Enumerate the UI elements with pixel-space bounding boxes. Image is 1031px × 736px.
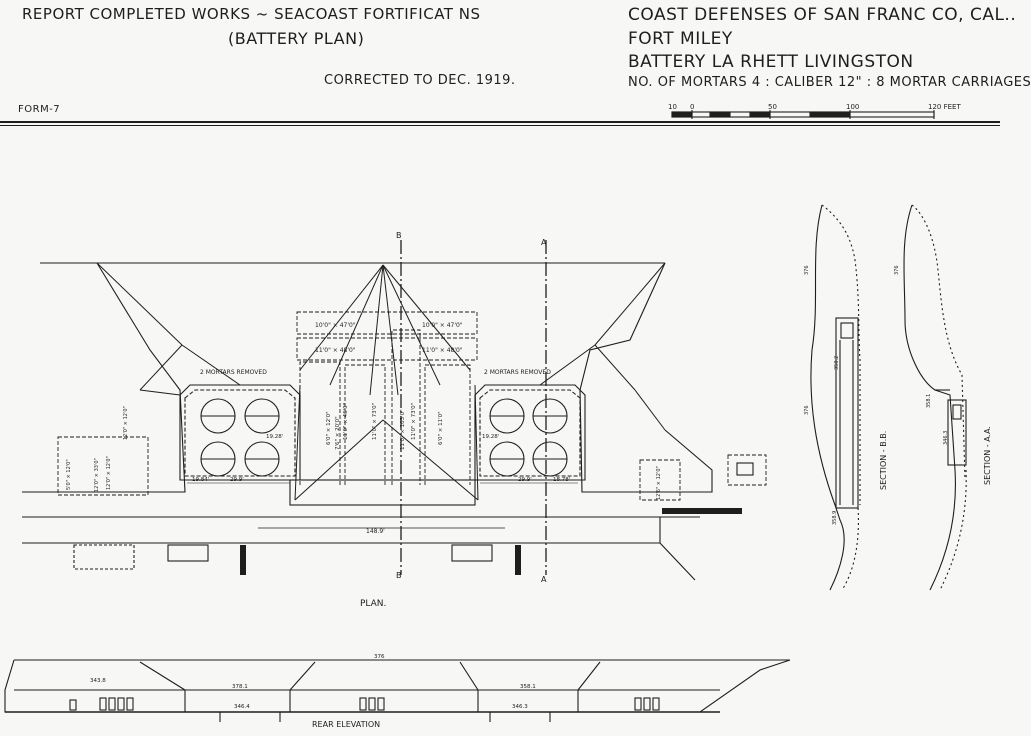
section-marker-b-top: B: [396, 231, 402, 240]
section-bb-label: SECTION - B.B.: [879, 431, 888, 490]
header-rule: [0, 121, 1000, 126]
mortar-pit-left: [179, 384, 301, 481]
section-bb-elev-low: 358.9: [832, 511, 838, 525]
rear-elevation-title: REAR ELEVATION: [312, 720, 380, 729]
rear-elevation: [4, 659, 791, 722]
plan-title: PLAN.: [360, 599, 386, 609]
dim-left-a: 19.84': [192, 477, 209, 483]
dim-overall: 148.9': [366, 528, 385, 535]
dim-right-c: 18.78': [553, 477, 570, 483]
elevation-left: 343.8: [90, 678, 106, 684]
elevation-base-left: 346.4: [234, 704, 250, 710]
room-10-dims: 6'0" × 11'0": [438, 411, 444, 445]
side-room-2: 12'0" × 33'0": [94, 458, 100, 492]
room-7-dims: 11'0" × 46'0": [343, 403, 349, 440]
mortar-pit-right: [474, 384, 586, 481]
fort-name: FORT MILEY: [628, 29, 733, 49]
room-1-dims: 10'0" × 47'0": [315, 322, 356, 329]
scale-label-120: 120 FEET: [928, 103, 961, 111]
section-aa-label: SECTION - A.A.: [983, 426, 992, 485]
battery-name: BATTERY LA RHETT LIVINGSTON: [628, 52, 914, 72]
side-room-4: 12'0" × 12'0": [123, 406, 129, 440]
room-6-dims: 11'0" × 73'0": [411, 403, 417, 440]
scale-label-10: 10: [668, 103, 677, 111]
dim-right-a: 19.28': [482, 434, 499, 440]
scale-label-100: 100: [846, 103, 860, 111]
room-11-dims: 7'6" × 20'0": [335, 416, 341, 450]
room-4-dims: 11'0" × 48'0": [422, 347, 463, 354]
section-bb-elev-top: 376: [804, 265, 810, 275]
elevation-center-right: 358.1: [520, 684, 536, 690]
magazine-rooms: [57, 311, 767, 501]
dim-right-b: 29.9': [518, 477, 532, 483]
section-aa: [903, 204, 967, 591]
plan-view: [22, 240, 767, 581]
elevation-top: 376: [374, 654, 385, 660]
report-title: REPORT COMPLETED WORKS ~ SEACOAST FORTIF…: [22, 5, 481, 23]
section-bb-elev-inner: 350.2: [834, 356, 840, 370]
scale-bar: [671, 110, 935, 119]
mortar-info: NO. OF MORTARS 4 : CALIBER 12" : 8 MORTA…: [628, 75, 1031, 90]
room-8-dims: 11'0" × 103'0": [400, 409, 406, 450]
roof-ridges: [96, 262, 666, 501]
corrected-date: CORRECTED TO DEC. 1919.: [324, 73, 516, 88]
section-lines: [400, 240, 547, 575]
roadway: [22, 508, 742, 581]
section-marker-a-top: A: [541, 238, 547, 247]
section-bb-elev-mid: 376: [804, 405, 810, 415]
form-number: FORM-7: [18, 104, 61, 115]
section-bb: [810, 204, 861, 591]
scale-label-50: 50: [768, 103, 777, 111]
section-marker-b-bottom: B: [396, 571, 402, 580]
section-aa-elev-low: 346.3: [943, 431, 949, 445]
section-marker-a-bottom: A: [541, 575, 547, 584]
section-aa-elev-mid: 358.1: [926, 394, 932, 408]
mortars-removed-left: 2 MORTARS REMOVED: [200, 369, 267, 376]
elevation-center-left: 378.1: [232, 684, 248, 690]
section-aa-elev-top: 376: [894, 265, 900, 275]
battery-plan-subtitle: (BATTERY PLAN): [228, 29, 365, 48]
room-9-dims: 6'0" × 12'0": [326, 411, 332, 445]
mortars-removed-right: 2 MORTARS REMOVED: [484, 369, 551, 376]
side-room-5: 12'6" × 12'0": [656, 466, 662, 500]
side-room-1: 5'0" × 12'0": [66, 459, 72, 490]
room-2-dims: 10'0" × 47'0": [422, 322, 463, 329]
dim-left-b: 29.9': [230, 477, 244, 483]
battery-plan-drawing: PLAN. 2 MORTARS REMOVED 2 MORTARS REMOVE…: [0, 110, 1000, 729]
room-3-dims: 11'0" × 48'0": [315, 347, 356, 354]
room-5-dims: 11'0" × 73'0": [372, 403, 378, 440]
scale-label-0: 0: [690, 103, 695, 111]
dim-left-c: 19.28': [266, 434, 283, 440]
elevation-base-right: 346.3: [512, 704, 528, 710]
coast-defenses-title: COAST DEFENSES OF SAN FRANC CO, CAL..: [628, 5, 1017, 25]
side-room-3: 12'0" × 12'0": [106, 456, 112, 490]
